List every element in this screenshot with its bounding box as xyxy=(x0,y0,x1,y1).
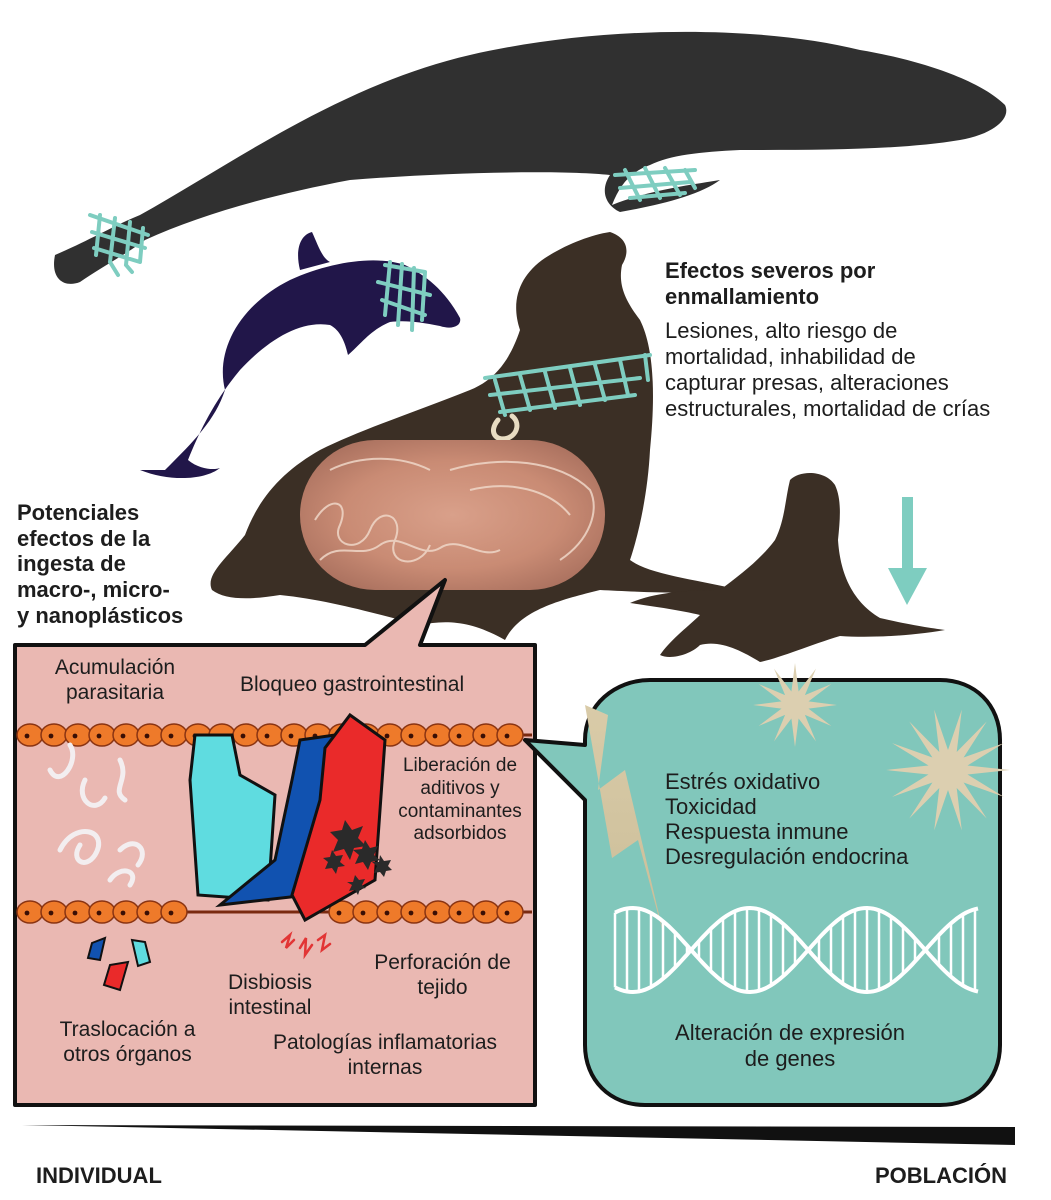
tissue-perforation-label: Perforación de tejido xyxy=(374,951,511,1000)
translocation-label: Traslocación a otros órganos xyxy=(59,1018,196,1067)
effect-toxicity: Toxicidad xyxy=(665,793,757,819)
translocated-fragments xyxy=(86,936,152,992)
individual-label: INDIVIDUAL xyxy=(36,1163,162,1188)
dolphin-net xyxy=(376,260,432,332)
inflammatory-pathology-label: Patologías inflamatorias internas xyxy=(272,1031,498,1080)
whale-silhouette xyxy=(54,31,1007,284)
whale-net xyxy=(88,166,697,277)
parasite-accumulation-label: Acumulación parasitaria xyxy=(54,656,176,705)
gene-expression-label: Alteración de expresión de genes xyxy=(675,1020,905,1072)
sea-lion-pup-silhouette xyxy=(630,473,945,662)
oxidative-burst-icons xyxy=(753,663,1010,831)
dna-helix-icon xyxy=(613,905,979,995)
sea-lion-gut-illustration xyxy=(300,440,605,590)
effect-immune-response: Respuesta inmune xyxy=(665,818,849,844)
perforation-sparks xyxy=(280,931,332,960)
effect-endocrine-disruption: Desregulación endocrina xyxy=(665,843,909,869)
effect-oxidative-stress: Estrés oxidativo xyxy=(665,769,821,794)
intestinal-epithelium xyxy=(16,723,532,924)
entanglement-title: Efectos severos por enmallamiento xyxy=(665,258,876,310)
dolphin-silhouette xyxy=(140,232,461,479)
additive-release-label: Liberación de aditivos y contaminantes a… xyxy=(398,755,522,845)
down-arrow-icon xyxy=(888,497,927,605)
dysbiosis-label: Disbiosis intestinal xyxy=(227,971,313,1020)
ingestion-title: Potenciales efectos de la ingesta de mac… xyxy=(17,500,184,628)
gut-panel xyxy=(13,578,537,1107)
individual-population-scale-wedge xyxy=(22,1125,1015,1145)
population-label: POBLACIÓN xyxy=(875,1163,1007,1188)
cellular-effects-list: Estrés oxidativo Toxicidad Respuesta inm… xyxy=(665,769,909,869)
plastic-fragments xyxy=(188,712,392,923)
parasite-worm-icons xyxy=(47,742,145,888)
gi-blockage-label: Bloqueo gastrointestinal xyxy=(240,673,465,696)
entanglement-description: Lesiones, alto riesgo de mortalidad, inh… xyxy=(665,318,991,421)
fishing-hook-icon xyxy=(491,413,520,442)
lightning-icon xyxy=(585,705,665,940)
sea-lion-net xyxy=(483,353,652,417)
